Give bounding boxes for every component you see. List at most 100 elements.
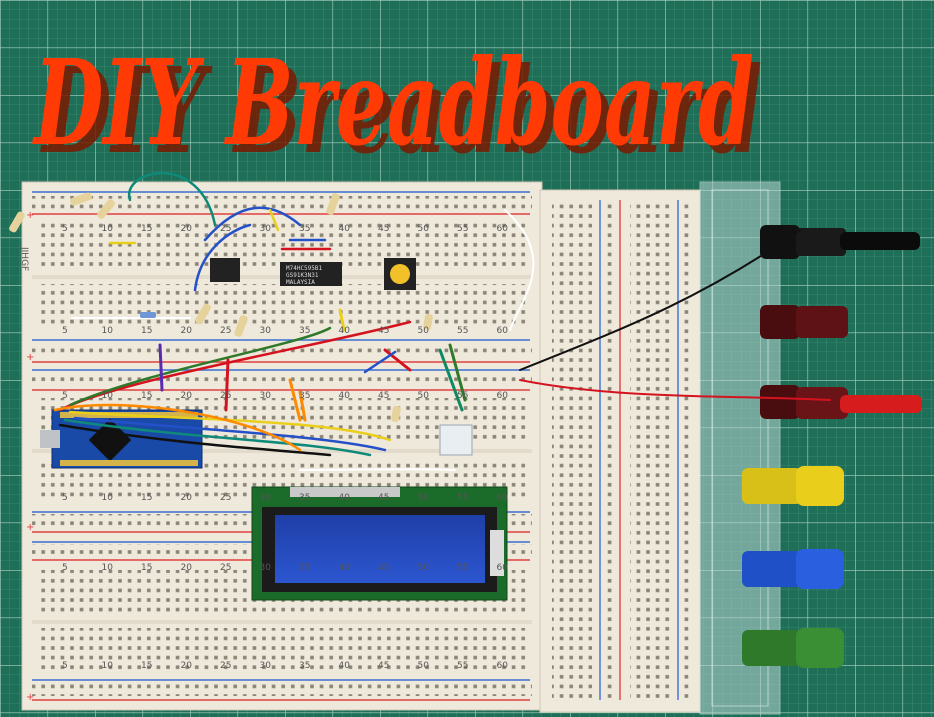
column-number: 15 [141,326,152,336]
svg-text:MALAYSIA: MALAYSIA [286,279,315,286]
column-number: 45 [378,391,389,401]
column-number: 35 [299,563,310,573]
column-number: 20 [181,224,193,234]
column-number: 50 [418,493,430,503]
column-number: 5 [62,661,68,671]
column-number: 5 [62,391,68,401]
binding-post-blue [742,549,844,589]
side-breadboard [539,189,701,713]
push-button [384,258,416,290]
svg-text:GS91K3N31: GS91K3N31 [286,272,319,279]
column-number: 30 [260,661,272,671]
svg-text:+: + [26,692,34,703]
column-number: 30 [260,224,272,234]
column-number: 20 [181,326,193,336]
column-number: 5 [62,326,68,336]
title-shadow: DIY Breadboard [40,41,762,180]
column-number: 10 [102,661,114,671]
column-number: 40 [339,224,351,234]
column-number: 60 [497,326,509,336]
column-number: 30 [260,563,272,573]
column-number: 45 [378,326,389,336]
column-number: 55 [457,493,468,503]
shift-register-chip: M74HC595B1 GS91K3N31 MALAYSIA [280,262,342,286]
column-number: 35 [299,493,310,503]
column-number: 50 [418,391,430,401]
column-number: 50 [418,661,430,671]
column-number: 35 [299,224,310,234]
column-number: 15 [141,493,152,503]
column-number: 10 [102,224,114,234]
resistors [9,192,433,423]
column-number: 40 [339,493,351,503]
svg-text:+: + [26,352,34,363]
title-overlay: DIY Breadboard DIY Breadboard [32,33,762,180]
column-number: 45 [378,661,389,671]
column-number: 40 [339,391,351,401]
column-number: 25 [220,661,231,671]
column-number: 60 [497,563,509,573]
column-number: 55 [457,563,468,573]
svg-text:+: + [26,210,34,221]
column-number: 5 [62,493,68,503]
column-number: 35 [299,661,310,671]
binding-post-yellow [742,466,844,506]
column-number: 5 [62,224,68,234]
column-number: 20 [181,391,193,401]
column-number: 30 [260,391,272,401]
column-number: 60 [497,224,509,234]
column-number: 50 [418,563,430,573]
column-number: 45 [378,224,389,234]
acrylic-post-block [699,181,781,715]
column-number: 60 [497,493,509,503]
binding-post-darkred [760,305,848,339]
column-number: 55 [457,326,468,336]
column-number: 45 [378,493,389,503]
column-number: 50 [418,326,430,336]
column-number: 15 [141,391,152,401]
column-number: 20 [181,493,193,503]
column-number: 55 [457,661,468,671]
column-number: 40 [339,563,351,573]
column-number: 25 [220,326,231,336]
column-number: 25 [220,563,231,573]
column-number: 60 [497,391,509,401]
column-number: 25 [220,224,231,234]
column-number: 45 [378,563,389,573]
column-number: 10 [102,493,114,503]
svg-text:M74HC595B1: M74HC595B1 [286,265,323,272]
column-number: 20 [181,661,193,671]
wires [53,171,831,471]
column-number: 35 [299,391,310,401]
column-number: 60 [497,661,509,671]
column-number: 40 [339,326,351,336]
page-title: DIY Breadboard [32,33,754,172]
arduino-nano [40,409,203,469]
column-number: 55 [457,391,468,401]
column-number: 35 [299,326,310,336]
column-number: 5 [62,563,68,573]
white-component [439,424,473,456]
column-number: 10 [102,563,114,573]
binding-post-red [760,385,922,419]
binding-post-green [742,628,844,668]
column-number: 15 [141,224,152,234]
column-number: 10 [102,326,114,336]
column-number: 15 [141,563,152,573]
column-number: 50 [418,224,430,234]
column-number: 25 [220,391,231,401]
column-number: 10 [102,391,114,401]
column-number: 55 [457,224,468,234]
column-number: 30 [260,326,272,336]
column-number: 15 [141,661,152,671]
column-number: 40 [339,661,351,671]
svg-text:+: + [26,522,34,533]
small-chip [210,258,240,282]
column-number: 20 [181,563,193,573]
lcd-module [251,486,508,601]
column-number: 30 [260,493,272,503]
column-number: 25 [220,493,231,503]
